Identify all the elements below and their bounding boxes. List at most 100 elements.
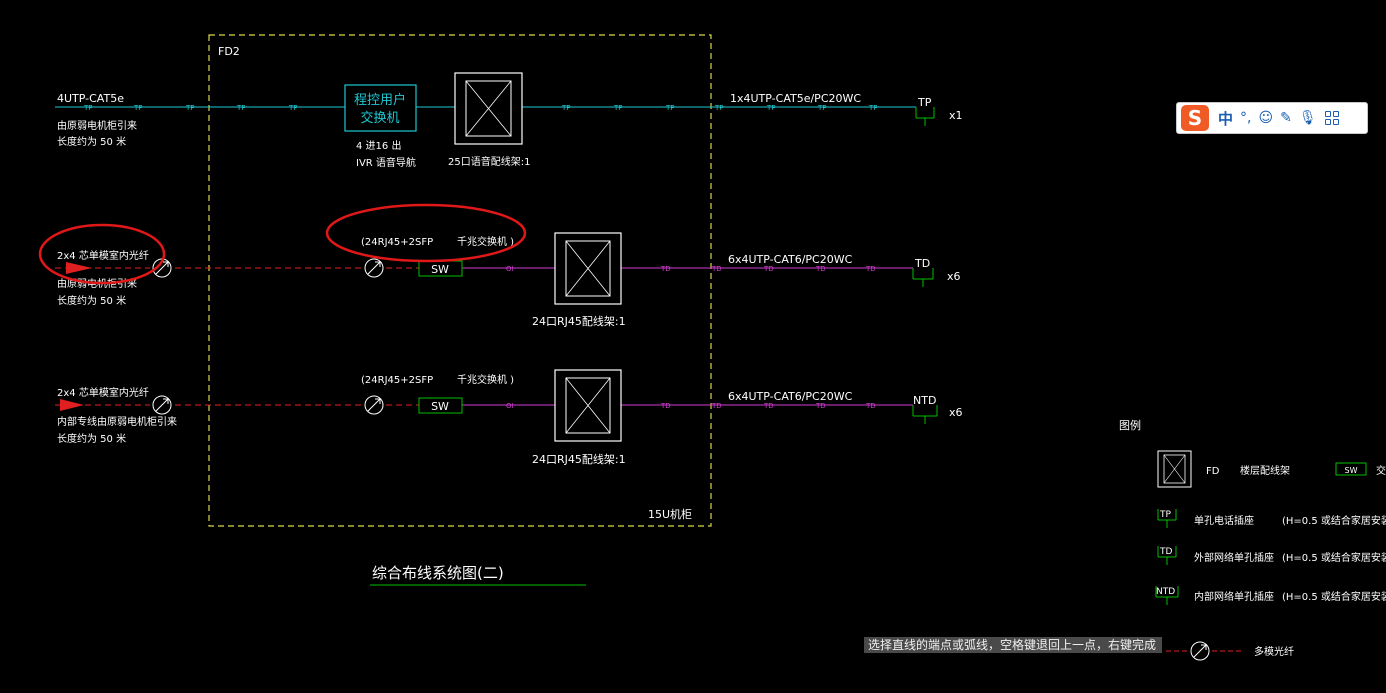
ntd-line-group: 2x4 芯单模室内光纤 内部专线由原弱电机柜引来 长度约为 50 米 (24RJ… [55, 369, 963, 466]
ntd-outlet-count: x6 [949, 406, 963, 419]
ntd-tag: TD [660, 402, 671, 410]
legend-fd-desc: 楼层配线架 [1240, 464, 1290, 477]
td-outlet[interactable] [912, 268, 934, 287]
voice-patch-panel[interactable] [454, 72, 523, 145]
pbx-switch-label-2: 交换机 [360, 110, 399, 126]
legend-tp-icon [1157, 509, 1177, 528]
tp-left-cable: 4UTP-CAT5e [57, 92, 124, 105]
ntd-sw-label: SW [431, 400, 449, 413]
ntd-tag: TD [711, 402, 722, 410]
pbx-switch-label-1: 程控用户 [354, 92, 406, 108]
legend: 图例 FD 楼层配线架 SW 交 TP 单孔电话插座 (H=0.5 或结合家居安… [1119, 418, 1386, 661]
pbx-switch-note-2: IVR 语音导航 [356, 156, 416, 169]
tp-left-note-2: 长度约为 50 米 [57, 135, 126, 148]
ntd-outlet-label: NTD [913, 394, 936, 407]
diagram-title: 综合布线系统图(二) [372, 564, 504, 582]
legend-sw-desc: 交 [1376, 464, 1386, 477]
tp-outlet[interactable] [915, 107, 935, 126]
td-tag: TD [865, 265, 876, 273]
annotation-circle-left [38, 223, 166, 285]
td-outlet-label: TD [914, 257, 930, 270]
td-tag: TD [815, 265, 826, 273]
ntd-switch-spec: (24RJ45+2SFP [361, 375, 433, 386]
ntd-switch-name: 千兆交换机 ) [457, 373, 514, 386]
legend-fiber-icon [1190, 641, 1210, 661]
legend-fiber-desc: 多模光纤 [1254, 645, 1294, 658]
ntd-left-note-1: 内部专线由原弱电机柜引来 [57, 415, 177, 428]
td-outlet-count: x6 [947, 270, 961, 283]
tp-tag: TP [714, 104, 724, 112]
legend-tp-desc: 单孔电话插座 [1194, 514, 1254, 527]
handwriting-pen-icon[interactable]: ✎ [1280, 110, 1292, 126]
tp-outlet-label: TP [917, 96, 932, 109]
legend-ntd-desc: 内部网络单孔插座 [1194, 590, 1274, 603]
legend-fd-icon [1157, 450, 1192, 488]
legend-tp-height: (H=0.5 或结合家居安装) [1282, 514, 1386, 527]
tp-left-note-1: 由原弱电机柜引来 [57, 119, 137, 132]
tp-outlet-count: x1 [949, 109, 963, 122]
ime-toolbar[interactable]: S 中 °, ☺ ✎ 🎙 [1176, 102, 1368, 134]
td-tag: TD [763, 265, 774, 273]
toolbox-grid-icon[interactable] [1324, 111, 1339, 125]
tp-tag: TP [133, 104, 143, 112]
tp-tag: TP [561, 104, 571, 112]
legend-fd-label: FD [1206, 466, 1220, 477]
td-sw-label: SW [431, 263, 449, 276]
pbx-switch-note-1: 4 进16 出 [356, 139, 401, 152]
ime-lang-toggle[interactable]: 中 [1218, 109, 1234, 128]
td-switch-spec: (24RJ45+2SFP [361, 237, 433, 248]
cabinet-label: FD2 [218, 45, 240, 58]
tp-tag: TP [868, 104, 878, 112]
voice-patch-panel-label: 25口语音配线架:1 [448, 155, 530, 168]
td-tag: TD [711, 265, 722, 273]
tp-out-cable: 1x4UTP-CAT5e/PC20WC [730, 92, 861, 105]
tp-tag: TP [288, 104, 298, 112]
ntd-tag: TD [865, 402, 876, 410]
pbx-switch-box[interactable] [344, 84, 417, 132]
legend-ntd-icon [1155, 586, 1179, 605]
fiber-connector-icon[interactable] [152, 395, 172, 415]
legend-title: 图例 [1119, 418, 1141, 432]
cabinet-boundary [208, 34, 712, 527]
cabinet-footer: 15U机柜 [648, 507, 692, 521]
emoji-icon[interactable]: ☺ [1258, 110, 1274, 126]
annotation-circle-switch [325, 203, 527, 263]
ntd-left-note-2: 长度约为 50 米 [57, 432, 126, 445]
fiber-connector-icon[interactable] [364, 258, 384, 278]
legend-sw-icon [1335, 462, 1367, 476]
td-patch-panel[interactable] [554, 232, 622, 305]
legend-td-height: (H=0.5 或结合家居安装) [1282, 551, 1386, 564]
ntd-tag: TD [763, 402, 774, 410]
ntd-patch-panel[interactable] [554, 369, 622, 442]
td-out-cable: 6x4UTP-CAT6/PC20WC [728, 253, 853, 266]
td-switch-name: 千兆交换机 ) [457, 235, 514, 248]
legend-tp-label: TP [1159, 510, 1171, 520]
ntd-tag-oi: OI [506, 402, 514, 410]
fiber-connector-icon[interactable] [364, 395, 384, 415]
tp-tag: TP [185, 104, 195, 112]
td-patch-panel-label: 24口RJ45配线架:1 [532, 314, 626, 328]
tp-tag: TP [613, 104, 623, 112]
sogou-logo-icon[interactable]: S [1181, 105, 1209, 131]
tp-tag: TP [817, 104, 827, 112]
td-left-cable: 2x4 芯单模室内光纤 [57, 249, 149, 262]
legend-td-icon [1157, 546, 1177, 565]
ntd-left-cable: 2x4 芯单模室内光纤 [57, 386, 149, 399]
legend-ntd-height: (H=0.5 或结合家居安装) [1282, 590, 1386, 603]
ntd-tag: TD [815, 402, 826, 410]
microphone-icon[interactable]: 🎙 [1298, 110, 1317, 126]
ntd-outlet[interactable] [912, 405, 938, 424]
tp-tag: TP [665, 104, 675, 112]
tp-tag: TP [236, 104, 246, 112]
ntd-sw-box[interactable] [418, 397, 463, 414]
td-tag-oi: OI [506, 265, 514, 273]
tp-tag: TP [766, 104, 776, 112]
punctuation-icon[interactable]: °, [1240, 110, 1252, 126]
legend-ntd-label: NTD [1156, 587, 1175, 597]
tp-tag: TP [83, 104, 93, 112]
td-line-group: 2x4 芯单模室内光纤 由原弱电机柜引来 长度约为 50 米 (24RJ45+2… [55, 232, 961, 328]
td-tag: TD [660, 265, 671, 273]
command-prompt-tooltip: 选择直线的端点或弧线，空格键退回上一点，右键完成 [864, 637, 1162, 653]
ntd-out-cable: 6x4UTP-CAT6/PC20WC [728, 390, 853, 403]
